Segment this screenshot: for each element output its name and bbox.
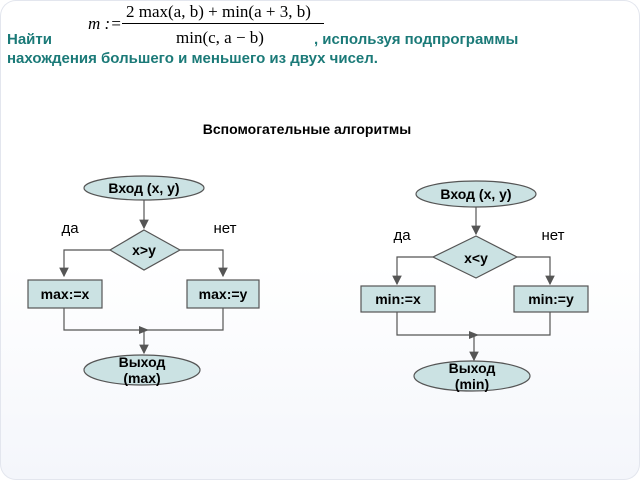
right-exit-terminal [413,360,531,392]
right-no-label: нет [542,227,565,244]
right-exit-sublabel: (min) [455,376,489,392]
right-no-process [513,285,589,313]
left-exit-label: Выход [119,354,166,370]
right-decision [431,235,519,279]
left-no-process [186,279,260,309]
right-entry-label: Вход (x, y) [440,186,511,202]
left-decision [108,229,182,271]
heading-line2: нахождения большего и меньшего из двух ч… [7,50,378,67]
left-no-action: max:=y [199,286,248,302]
fraction-bar [122,23,324,24]
formula: m := 2 max(a, b) + min(a + 3, b) min(c, … [86,0,336,50]
formula-lhs: m := [88,14,122,33]
left-condition-label: x>y [132,242,156,258]
left-yes-process [27,279,103,309]
right-no-action: min:=y [528,291,574,307]
heading-suffix: , используя подпрограммы [313,31,519,48]
heading-prefix: Найти [7,31,52,48]
left-entry-terminal [83,175,205,201]
left-yes-label: да [61,220,79,237]
left-flowchart: Вход (x, y) x>y да нет max:=x max:=y Вых… [27,175,260,386]
left-yes-action: max:=x [41,286,90,302]
formula-numerator: 2 max(a, b) + min(a + 3, b) [126,2,311,21]
page-title: Вспомогательные алгоритмы [202,121,412,137]
left-entry-label: Вход (x, y) [108,180,179,196]
left-exit-sublabel: (max) [123,370,160,386]
task-heading: Найти , используя подпрограммы нахождения… [7,30,627,68]
left-exit-terminal [83,354,201,386]
right-yes-label: да [393,227,411,244]
right-entry-terminal [415,180,537,208]
right-exit-label: Выход [449,360,496,376]
right-yes-action: min:=x [375,291,421,307]
right-yes-process [360,285,436,313]
formula-denominator: min(c, a − b) [176,28,264,47]
right-condition-label: x<y [464,250,488,266]
left-no-label: нет [214,220,237,237]
right-flowchart: Вход (x, y) x<y да нет min:=x min:=y Вых… [360,180,589,392]
